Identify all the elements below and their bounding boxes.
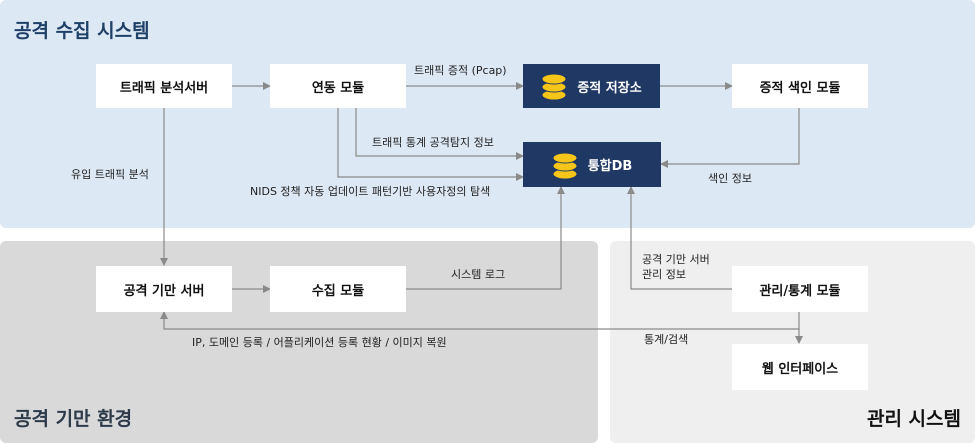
label-index-info: 색인 정보 <box>708 172 752 185</box>
label-server-info-line1: 공격 기만 서버 <box>642 253 710 266</box>
node-admin-stats-module: 관리/통계 모듈 <box>732 266 868 312</box>
node-evidence-index-module: 증적 색인 모듈 <box>732 64 868 108</box>
region-title-collect: 공격 수집 시스템 <box>14 20 150 42</box>
region-attack-collection-system <box>0 0 975 228</box>
edge-link-nids-to-db <box>337 108 524 181</box>
region-title-deception: 공격 기만 환경 <box>14 408 133 430</box>
node-traffic-analysis-server: 트래픽 분석서버 <box>96 64 232 108</box>
edge-link-stats-to-db <box>355 108 524 160</box>
node-link-module: 연동 모듈 <box>270 64 406 108</box>
label-traffic-stats-detection: 트래픽 통계 공격탐지 정보 <box>372 136 494 149</box>
edge-collect-to-db <box>406 186 565 290</box>
database-icon <box>552 152 578 179</box>
edge-index-to-db <box>660 108 800 168</box>
database-icon <box>541 73 567 101</box>
node-evidence-store-label: 증적 저장소 <box>577 80 642 96</box>
node-integrated-db-label: 통합DB <box>587 159 633 174</box>
edge-admin-to-db <box>627 186 732 290</box>
edge-admin-to-deception <box>160 311 800 330</box>
region-title-management: 관리 시스템 <box>866 408 961 430</box>
node-collection-module: 수집 모듈 <box>270 266 406 312</box>
node-integrated-db: 통합DB <box>523 142 661 187</box>
label-stats-search: 통계/검색 <box>644 333 689 346</box>
label-system-log: 시스템 로그 <box>451 268 506 281</box>
label-registration-status: IP, 도메인 등록 / 어플리케이션 등록 현황 / 이미지 복원 <box>192 336 447 349</box>
label-nids-policy-update: NIDS 정책 자동 업데이트 패턴기반 사용자정의 탐색 <box>250 185 491 198</box>
label-traffic-evidence-pcap: 트래픽 증적 (Pcap) <box>414 64 507 77</box>
node-attack-deception-server: 공격 기만 서버 <box>96 266 232 312</box>
node-web-interface: 웹 인터페이스 <box>732 344 868 390</box>
label-server-info-line2: 관리 정보 <box>642 268 686 281</box>
label-inflow-traffic-analysis: 유입 트래픽 분석 <box>71 168 149 181</box>
node-evidence-store: 증적 저장소 <box>523 64 660 108</box>
